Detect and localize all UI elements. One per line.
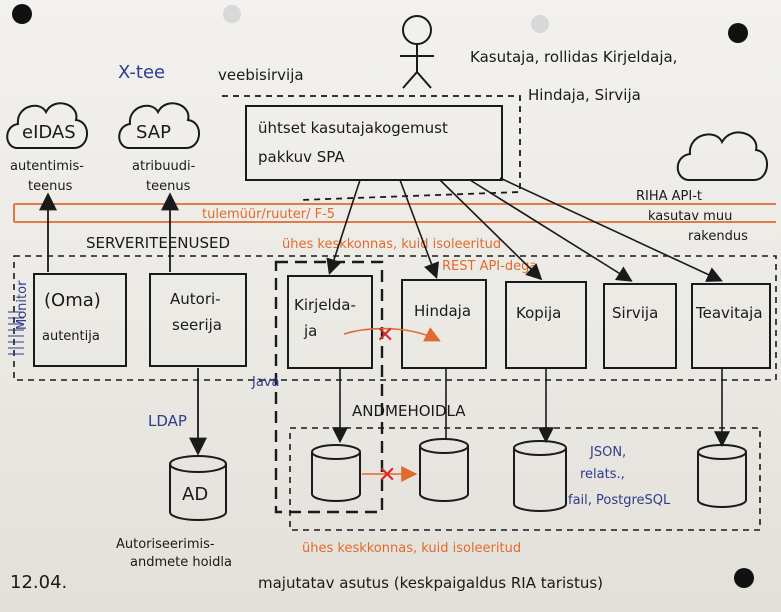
spa-line1: ühtset kasutajakogemust [258,119,448,137]
db-kopija-icon [513,440,567,512]
service-teavitaja-line1: Teavitaja [695,304,763,322]
eidas-cloud-icon [6,102,88,149]
spa-box [245,105,503,181]
forbidden-link-services [343,327,441,342]
service-hindaja-line1: Hindaja [414,302,471,320]
services-boundary [13,255,777,381]
db-teavitaja-icon [697,444,747,508]
browser-boundary [222,95,521,201]
sap-cloud-icon [118,102,200,149]
sap-desc-line1: atribuudi- [132,159,196,174]
magnet-bottom-right [734,568,754,588]
json-line2: relats., [580,467,625,482]
riha-line2: kasutav muu [648,209,732,224]
red-cross-services: ✕ [376,323,394,348]
spa-line2: pakkuv SPA [258,148,345,166]
ad-database-icon [169,455,227,521]
andmehoidla-label: ANDMEHOIDLA [352,402,466,420]
db-hindaja-icon [419,438,469,502]
sap-label: SAP [136,122,171,143]
service-kopija-line1: Kopija [516,304,561,322]
service-to-db-arrows [332,368,730,448]
riha-line3: rakendus [688,229,748,244]
kirjeldaja-highlight [274,260,384,514]
eidas-desc-line2: teenus [28,179,73,194]
date-label: 12.04. [10,572,67,593]
service-kirjeldaja-line2: ja [303,322,317,340]
service-box-autoriseerija [149,273,247,367]
service-autoriseerija-line1: Autori- [170,290,221,308]
magnet-top-far-right [728,23,748,43]
isolation-bottom-label: ühes keskkonnas, kuid isoleeritud [302,541,521,556]
service-autentija-line2: autentija [42,329,100,344]
service-autentija-line1: (Oma) [44,290,101,311]
red-cross-databases: ✕ [378,463,396,488]
isolation-top-label: ühes keskkonnas, kuid isoleeritud [282,237,501,252]
veebisirvija-label: veebisirvija [218,66,304,84]
riha-cloud-icon [676,131,768,181]
service-kirjeldaja-line1: Kirjelda- [294,296,356,314]
riha-line1: RIHA API-t [636,189,702,204]
user-actor-icon [400,15,434,89]
service-autoriseerija-line2: seerija [172,316,222,334]
actor-roles-line1: Kasutaja, rollidas Kirjeldaja, [470,48,677,66]
ad-desc-line1: Autoriseerimis- [116,537,215,552]
ldap-label: LDAP [148,412,187,430]
xtee-label: X-tee [118,62,165,83]
magnet-top-right [531,15,549,33]
footer-label: majutatav asutus (keskpaigaldus RIA tari… [258,574,603,592]
spa-to-services-arrows [326,177,723,282]
monitor-hatch [8,311,24,355]
monitor-label: Monitor [15,280,30,330]
firewall-label: tulemüür/ruuter/ F-5 [202,207,335,222]
service-sirvija-line1: Sirvija [612,304,658,322]
service-box-autentija [33,273,127,367]
eidas-label: eIDAS [22,122,76,143]
service-box-hindaja [401,279,487,369]
sap-desc-line2: teenus [146,179,191,194]
service-box-kopija [505,281,587,369]
json-line3: fail, PostgreSQL [568,493,671,508]
actor-roles-line2: Hindaja, Sirvija [528,86,641,104]
ad-label: AD [182,484,208,505]
serveriteenused-label: SERVERITEENUSED [86,234,230,252]
db-kirjeldaja-icon [311,444,361,502]
service-box-teavitaja [691,283,771,369]
magnet-top-left [12,4,32,24]
eidas-desc-line1: autentimis- [10,159,84,174]
firewall-band [13,203,776,223]
json-line1: JSON, [589,445,626,460]
magnet-top-mid [223,5,241,23]
datastore-boundary [289,427,761,531]
service-box-kirjeldaja [287,275,373,369]
ad-desc-line2: andmete hoidla [130,555,232,570]
service-box-sirvija [603,283,677,369]
java-label: Java [251,375,279,390]
rest-api-label: REST API-dega [442,259,537,274]
